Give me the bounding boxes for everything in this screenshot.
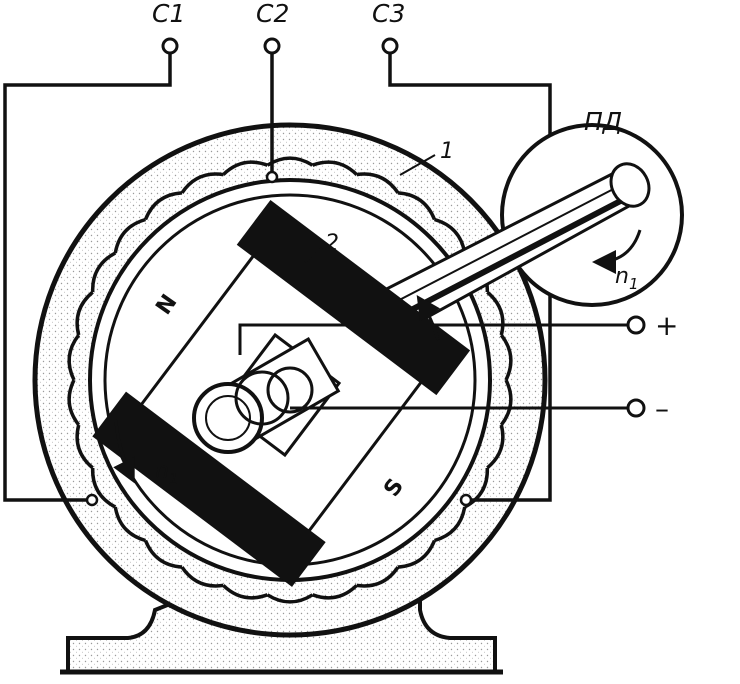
callout-rotor-label: 2 xyxy=(325,231,339,256)
winding-coil xyxy=(311,160,358,176)
terminal-c2 xyxy=(263,37,281,55)
winding-coil xyxy=(180,566,224,588)
lead-c3 xyxy=(388,53,552,502)
winding-coil xyxy=(499,379,513,426)
winding-coil xyxy=(67,379,81,426)
lead-plus xyxy=(238,323,628,355)
winding-coil xyxy=(222,584,269,600)
rotor-rotation-arrow xyxy=(113,419,135,484)
terminal-c1-group: С1 xyxy=(152,0,185,55)
drive-motor-label: ПД xyxy=(584,107,622,136)
winding-coil xyxy=(266,593,314,604)
drive-rotation-arrow xyxy=(592,229,642,274)
winding-coil xyxy=(486,290,505,336)
terminal-c3 xyxy=(381,37,399,55)
terminal-c1-label: С1 xyxy=(152,0,185,28)
callout-stator-label: 1 xyxy=(440,139,454,164)
drive-speed-label: n1 xyxy=(615,264,639,293)
terminal-plus xyxy=(626,315,646,335)
terminal-c2-label: С2 xyxy=(256,0,289,28)
callout-rotor: 2 xyxy=(304,231,339,263)
winding-coil xyxy=(75,424,94,470)
terminal-c3-label: С3 xyxy=(372,0,405,28)
terminal-c3-group: С3 xyxy=(372,0,405,55)
winding-coil xyxy=(180,172,224,194)
winding-coil xyxy=(499,334,513,381)
rotor-speed-label: n1 xyxy=(155,459,179,488)
winding-coil xyxy=(143,191,183,221)
slip-rings xyxy=(192,336,341,454)
terminal-minus xyxy=(626,398,646,418)
winding-coil xyxy=(113,217,147,254)
terminal-plus-label: + xyxy=(655,309,678,342)
excitation-leads xyxy=(238,323,628,410)
winding-tap-c1 xyxy=(85,493,99,507)
winding-coil xyxy=(67,334,81,381)
winding-coil xyxy=(397,191,437,221)
winding-coil xyxy=(90,251,117,293)
winding-coil xyxy=(486,424,505,470)
callout-stator: 1 xyxy=(399,139,454,176)
winding-coil xyxy=(90,467,117,509)
winding-tap-c2 xyxy=(265,170,279,184)
terminal-c1 xyxy=(161,37,179,55)
stator-leads xyxy=(3,53,552,502)
lead-c1 xyxy=(3,53,172,502)
winding-tap-c3 xyxy=(459,493,473,507)
winding-coil xyxy=(75,290,94,336)
winding-coil xyxy=(356,566,400,588)
winding-coil xyxy=(143,539,183,569)
rotor-pole-north xyxy=(236,199,471,396)
winding-coil xyxy=(222,160,269,176)
winding-coil xyxy=(113,506,147,543)
field-arrow xyxy=(416,295,440,341)
terminal-minus-label: – xyxy=(655,392,669,425)
winding-coil xyxy=(397,539,437,569)
rotor-pole-south xyxy=(92,391,326,587)
winding-coil xyxy=(311,584,358,600)
terminal-c2-group: С2 xyxy=(256,0,289,55)
winding-coil xyxy=(356,172,400,194)
winding-coil xyxy=(433,506,467,543)
